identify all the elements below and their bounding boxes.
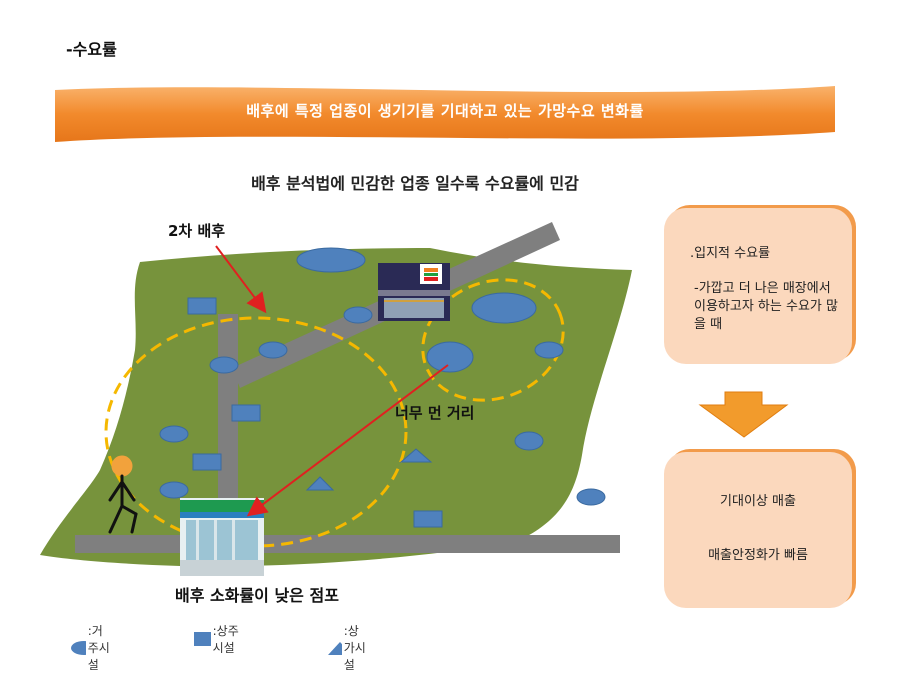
commercial-icon xyxy=(399,448,433,463)
commercial-icon xyxy=(305,476,335,491)
residential-icon xyxy=(296,247,366,273)
subtitle: 배후 분석법에 민감한 업종 일수록 수요률에 민감 xyxy=(251,174,579,193)
label-too-far: 너무 먼 거리 xyxy=(395,404,475,422)
mixed-icon xyxy=(187,297,217,315)
residential-icon xyxy=(159,425,189,443)
trade-circle-small xyxy=(421,278,565,402)
mixed-icon xyxy=(192,453,222,471)
legend-mixed-label: :상주시설 xyxy=(212,624,239,655)
legend-commercial-label: :상가시설 xyxy=(343,624,366,672)
residential-icon xyxy=(343,306,373,324)
result-line-2: 매출안정화가 빠름 xyxy=(708,548,808,563)
location-demand-desc: -가깝고 더 나은 매장에서 이용하고자 하는 수요가 많을 때 xyxy=(694,281,838,332)
mixed-icon xyxy=(231,404,261,422)
legend-commercial: :상가시설 xyxy=(326,622,369,673)
legend-mixed: :상주시설 xyxy=(192,622,239,656)
trade-circle-large xyxy=(104,316,408,548)
legend-residential: :거주시설 xyxy=(70,622,113,673)
page-title: -수요률 xyxy=(66,40,117,59)
walking-person-icon xyxy=(108,455,138,534)
residential-icon xyxy=(159,481,189,499)
residential-icon xyxy=(576,488,606,506)
commercial-facilities xyxy=(305,448,433,491)
location-demand-title: .입지적 수요률 xyxy=(690,246,771,261)
location-demand-box: .입지적 수요률 -가깝고 더 나은 매장에서 이용하고자 하는 수요가 많을 … xyxy=(664,208,852,364)
residential-icon xyxy=(534,341,564,359)
residential-icon xyxy=(426,341,474,373)
commercial-icon xyxy=(328,641,342,655)
road-horizontal xyxy=(75,535,620,553)
arrow-too-far xyxy=(246,364,449,517)
legend-residential-label: :거주시설 xyxy=(87,624,110,672)
result-box: 기대이상 매출 매출안정화가 빠름 xyxy=(664,452,852,608)
label-low-absorption-store: 배후 소화률이 낮은 점포 xyxy=(175,586,339,605)
residential-icon xyxy=(209,356,239,374)
familymart-store-icon xyxy=(180,498,264,576)
down-arrow-icon xyxy=(698,391,789,438)
banner xyxy=(55,86,835,142)
seven-eleven-store-icon xyxy=(378,263,450,321)
mixed-facilities xyxy=(187,297,443,528)
map-area xyxy=(40,248,632,567)
label-second-hinterland: 2차 배후 xyxy=(168,222,226,240)
residential-icon xyxy=(471,292,537,324)
result-line-1: 기대이상 매출 xyxy=(720,494,796,509)
residential-icon xyxy=(514,431,544,451)
arrow-second-hinterland xyxy=(215,245,267,314)
residential-icon xyxy=(71,640,86,655)
residential-facilities xyxy=(159,247,606,506)
residential-icon xyxy=(258,341,288,359)
banner-text: 배후에 특정 업종이 생기기를 기대하고 있는 가망수요 변화률 xyxy=(246,102,644,120)
mixed-icon xyxy=(194,632,211,646)
mixed-icon xyxy=(413,510,443,528)
